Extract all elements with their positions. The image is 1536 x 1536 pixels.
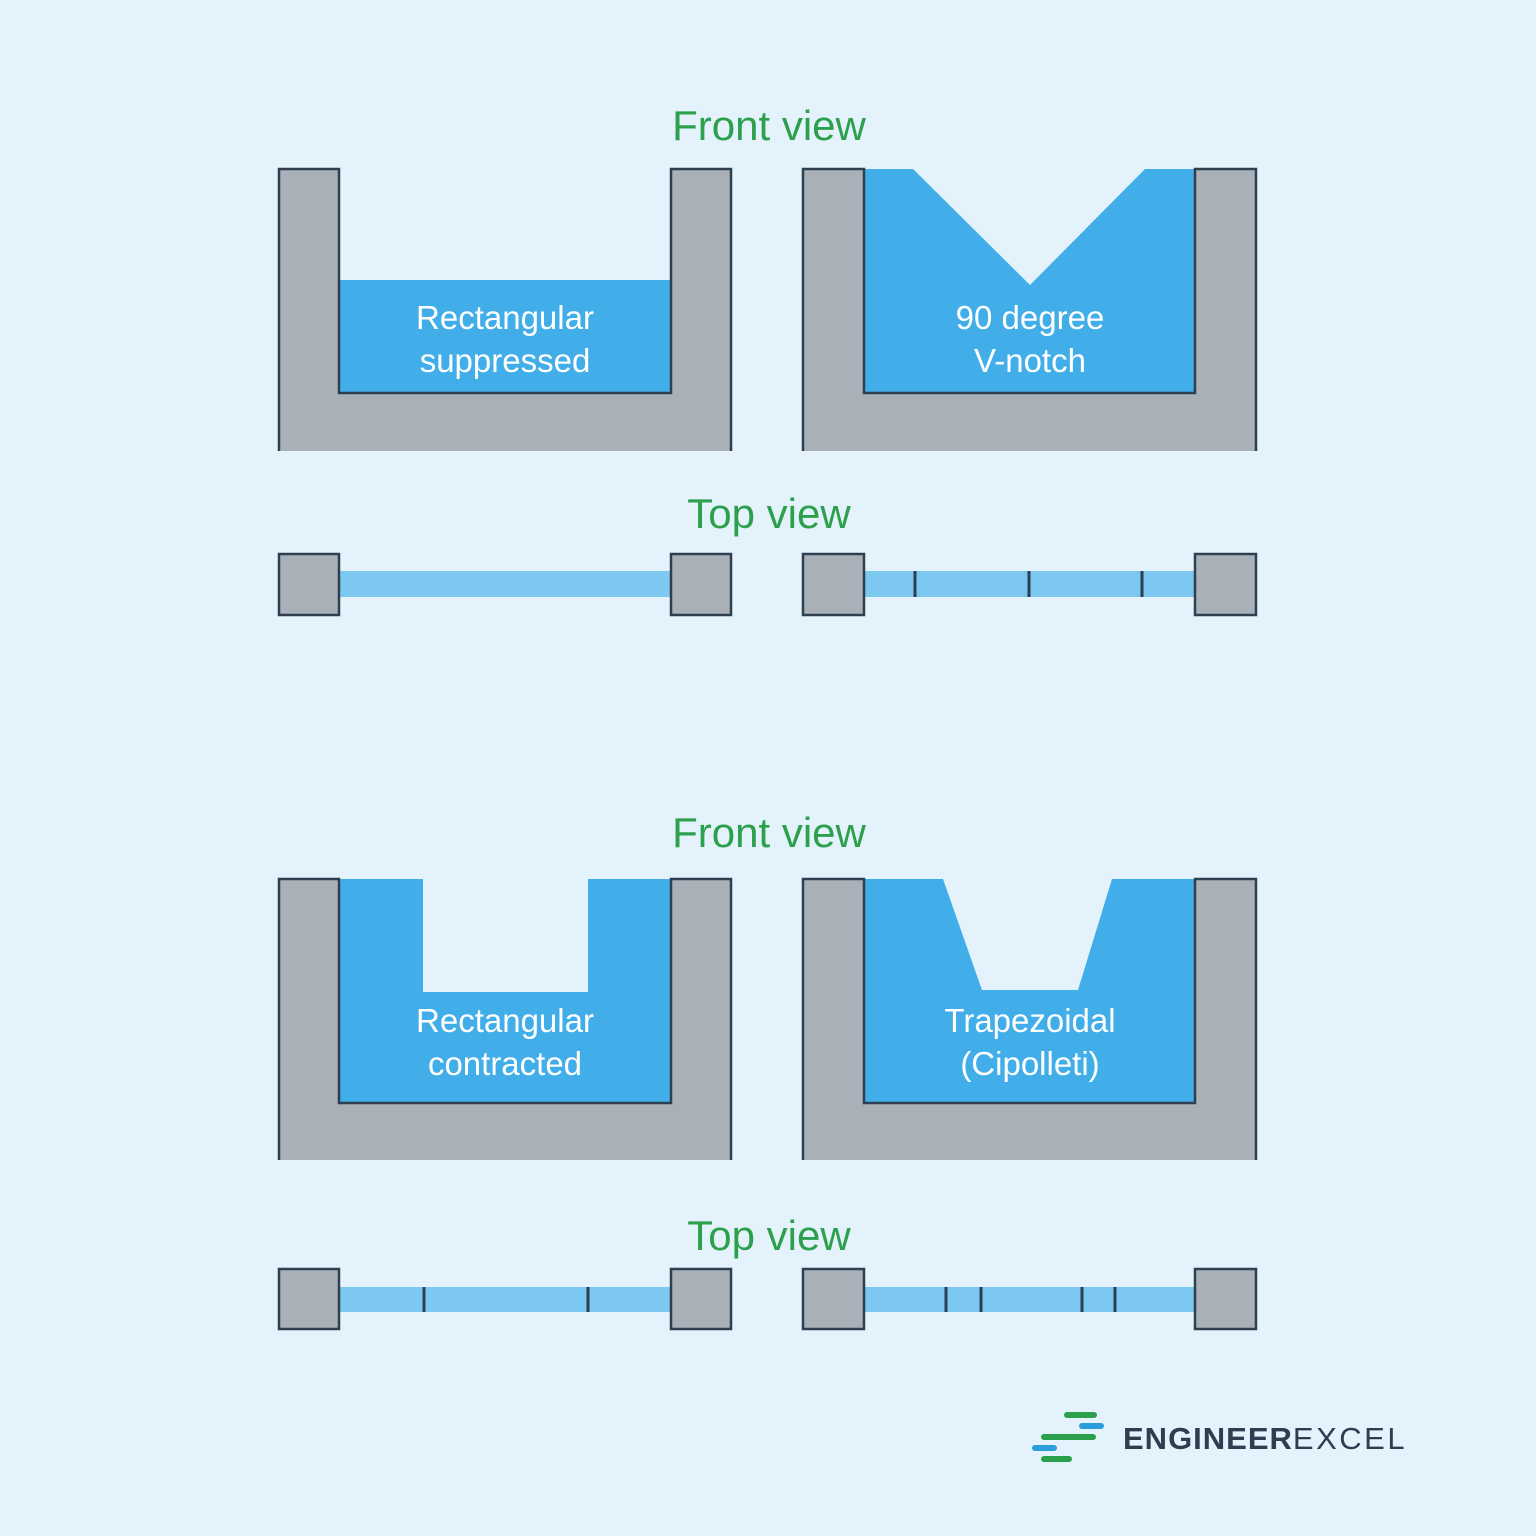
left-abutment: [801, 1267, 866, 1331]
water-trapezoidal: [864, 879, 1195, 1103]
logo-bar-blue: [1032, 1445, 1057, 1451]
topview-v-notch: [801, 552, 1258, 617]
logo-bar-green: [1041, 1434, 1096, 1440]
topview-rectangular-suppressed: [277, 552, 733, 617]
channel-rectangular-suppressed: [277, 167, 733, 451]
engineerexcel-logo-icon: [1032, 1412, 1104, 1462]
water-rectangular-contracted: [339, 879, 671, 1103]
logo-bar-green: [1064, 1412, 1097, 1418]
weir-rectangular-contracted-front: [277, 877, 733, 1160]
top-view-title-2: Top view: [687, 1212, 851, 1259]
left-abutment: [801, 552, 866, 617]
logo-text-excel: EXCEL: [1292, 1420, 1408, 1456]
label-line: contracted: [427, 1045, 583, 1082]
label-line: Rectangular: [416, 1002, 594, 1039]
water-rectangular-suppressed: [339, 280, 671, 393]
weir-v-notch-front: [801, 167, 1258, 451]
label-rectangular-suppressed: Rectangular suppressed: [416, 296, 594, 382]
channel-v-notch: [801, 167, 1258, 451]
label-line: Trapezoidal: [944, 1002, 1116, 1039]
logo-bar-blue: [1079, 1423, 1104, 1429]
right-abutment: [669, 552, 733, 617]
logo-bar-green: [1041, 1456, 1072, 1462]
weir-trapezoidal-front: [801, 877, 1258, 1160]
section-1-top-view-row: [277, 552, 1258, 617]
right-abutment: [1193, 552, 1258, 617]
front-view-title-1: Front view: [672, 102, 866, 149]
label-trapezoidal: Trapezoidal (Cipolleti): [944, 999, 1115, 1085]
topview-trapezoidal: [801, 1267, 1258, 1331]
weir-rectangular-suppressed-front: [277, 167, 733, 451]
top-view-title-1: Top view: [687, 490, 851, 537]
channel-trapezoidal: [801, 877, 1258, 1160]
engineerexcel-logo-text: ENGINEEREXCEL: [1123, 1423, 1407, 1454]
front-view-title-2: Front view: [672, 809, 866, 856]
water-v-notch: [864, 169, 1195, 393]
water-channel-bar: [339, 571, 671, 597]
logo-text-engineer: ENGINEER: [1123, 1420, 1293, 1456]
water-channel-bar: [339, 1287, 671, 1312]
label-line: Rectangular: [416, 299, 594, 336]
right-abutment: [669, 1267, 733, 1331]
engineerexcel-logo: ENGINEEREXCEL: [1030, 1410, 1407, 1466]
topview-rectangular-contracted: [277, 1267, 733, 1331]
section-2-front-view-row: [277, 877, 1258, 1160]
label-rectangular-contracted: Rectangular contracted: [416, 999, 594, 1085]
right-abutment: [1193, 1267, 1258, 1331]
label-line: suppressed: [419, 342, 591, 379]
section-1-front-view-row: [277, 167, 1258, 451]
left-abutment: [277, 1267, 341, 1331]
section-2-top-view-row: [277, 1267, 1258, 1331]
water-channel-bar: [864, 1287, 1195, 1312]
label-line: (Cipolleti): [960, 1045, 1100, 1082]
label-line: V-notch: [974, 342, 1086, 379]
left-abutment: [277, 552, 341, 617]
label-line: 90 degree: [955, 299, 1105, 336]
channel-rectangular-contracted: [277, 877, 733, 1160]
label-v-notch: 90 degree V-notch: [956, 296, 1105, 382]
